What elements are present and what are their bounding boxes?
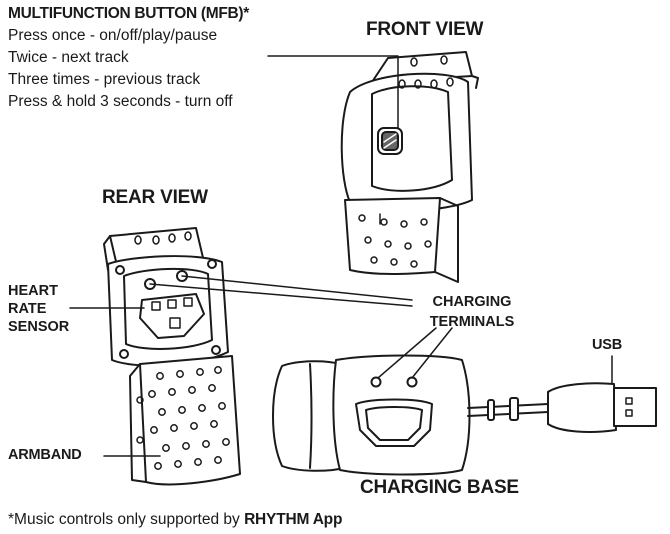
usb-cable <box>467 382 657 433</box>
leader-lines <box>69 55 613 457</box>
footnote: *Music controls only supported by RHYTHM… <box>8 512 342 528</box>
heart-rate-sensor <box>139 293 205 339</box>
front-strap-holes <box>358 55 454 268</box>
heart-rate-sensor-label-line-3: SENSOR <box>8 319 70 335</box>
heart-rate-sensor-label: HEART RATE SENSOR <box>8 282 69 336</box>
charging-base <box>272 354 471 476</box>
mfb-button <box>377 127 403 155</box>
charging-terminals-label-line-1: CHARGING <box>432 294 512 310</box>
mfb-title: MULTIFUNCTION BUTTON (MFB)* <box>8 5 250 22</box>
charging-terminals-label-line-2: TERMINALS <box>429 314 515 330</box>
charging-base-title: CHARGING BASE <box>360 477 519 498</box>
mfb-instruction-twice: Twice - next track <box>8 49 129 66</box>
footnote-text: *Music controls only supported by <box>8 511 245 528</box>
charging-terminals-label: CHARGING TERMINALS <box>414 292 530 332</box>
heart-rate-sensor-label-line-1: HEART <box>8 283 58 299</box>
mfb-instruction-press-hold: Press & hold 3 seconds - turn off <box>8 93 233 110</box>
usb-label: USB <box>592 337 623 353</box>
rear-view-title: REAR VIEW <box>102 187 208 208</box>
rear-strap-holes <box>134 231 230 470</box>
front-view-title: FRONT VIEW <box>366 19 484 40</box>
footnote-app-name: RHYTHM App <box>244 511 343 528</box>
front-view-device <box>340 51 479 283</box>
heart-rate-sensor-label-line-2: RATE <box>8 301 47 317</box>
rear-view-device <box>103 227 241 486</box>
mfb-instruction-three-times: Three times - previous track <box>8 71 201 88</box>
armband-label: ARMBAND <box>8 447 82 463</box>
mfb-instruction-press-once: Press once - on/off/play/pause <box>8 27 218 44</box>
